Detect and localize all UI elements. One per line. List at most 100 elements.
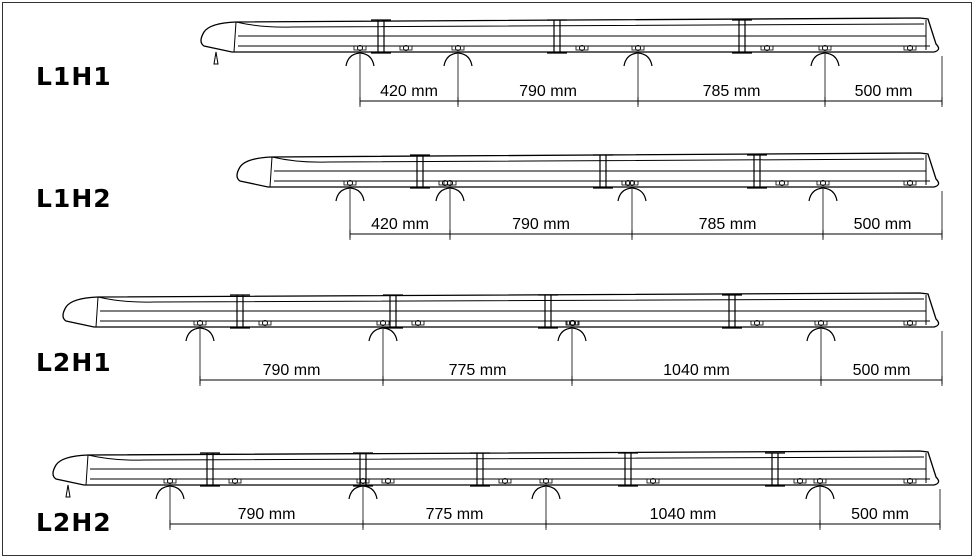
clip-body (498, 478, 512, 484)
clip-icon (907, 478, 913, 484)
segment-connector (200, 452, 220, 487)
rail-l1h2 (236, 152, 943, 240)
segment-connector (371, 19, 391, 54)
clip-body (399, 45, 413, 51)
segment-connector (732, 19, 752, 54)
clip-icon (415, 320, 421, 326)
rail-top-line (87, 454, 925, 461)
dimension-label: 500 mm (851, 506, 909, 523)
clip-body (775, 180, 789, 186)
clip-icon (262, 320, 268, 326)
clip-body (228, 478, 242, 484)
clip-body (750, 320, 764, 326)
foot-mount (443, 52, 473, 67)
clip-body (814, 320, 828, 326)
foot-mount (805, 485, 835, 500)
dimension-label: 790 mm (263, 362, 321, 379)
clip-icon (232, 478, 238, 484)
dimension-label: 790 mm (519, 83, 577, 100)
clip-body (903, 320, 917, 326)
clip-body (258, 320, 272, 326)
clip-icon (502, 478, 508, 484)
segment-connector (593, 154, 613, 189)
clip-icon (380, 320, 386, 326)
clip-icon (822, 45, 828, 51)
variant-label-l2h2: L2H2 (36, 508, 112, 537)
clip-body (539, 478, 553, 484)
foot-mount (435, 187, 465, 202)
segment-connector (230, 294, 250, 329)
clip-body (818, 45, 832, 51)
segment-connector (618, 452, 638, 487)
clip-body (575, 45, 589, 51)
front-cap-line (233, 21, 237, 53)
clip-body (646, 478, 660, 484)
foot-mount (808, 187, 838, 202)
clip-body (565, 320, 579, 326)
clip-icon (797, 478, 803, 484)
rail-l2h1 (62, 292, 943, 386)
front-cap-line (85, 454, 89, 486)
clip-body (411, 320, 425, 326)
segment-connector (722, 294, 742, 329)
clip-body (903, 45, 917, 51)
dimension-label: 775 mm (426, 506, 484, 523)
dimension-label: 1040 mm (650, 506, 717, 523)
clip-icon (818, 320, 824, 326)
clip-icon (650, 478, 656, 484)
clip-body (376, 320, 390, 326)
dimension-label: 790 mm (238, 506, 296, 523)
foot-mount (335, 187, 365, 202)
rail-outline (200, 17, 940, 53)
clip-body (813, 478, 827, 484)
rail-outline (52, 450, 940, 486)
foot-mount (345, 52, 375, 67)
clip-body (566, 320, 580, 326)
clip-body (625, 180, 639, 186)
foot-mount (348, 485, 378, 500)
clip-icon (543, 478, 549, 484)
rail-top-line (97, 296, 925, 303)
segment-connector (747, 154, 767, 189)
dimension-label: 775 mm (449, 362, 507, 379)
clip-icon (570, 320, 576, 326)
front-cap-line (95, 296, 99, 328)
variant-label-l1h2: L1H2 (36, 184, 112, 213)
foot-mount (557, 327, 587, 342)
rail-outline (62, 292, 940, 328)
dimension-label: 790 mm (512, 216, 570, 233)
clip-icon (907, 45, 913, 51)
foot-mount (623, 52, 653, 67)
rail-top-line (235, 21, 925, 28)
clip-body (356, 478, 370, 484)
clip-body (793, 478, 807, 484)
clip-icon (403, 45, 409, 51)
clip-icon (907, 320, 913, 326)
dimension-label: 420 mm (380, 83, 438, 100)
foot-mount (531, 485, 561, 500)
clip-icon (347, 180, 353, 186)
rail-top-line (271, 156, 925, 163)
clip-body (443, 180, 457, 186)
clip-body (760, 45, 774, 51)
clip-icon (820, 180, 826, 186)
clip-icon (779, 180, 785, 186)
clip-body (353, 45, 367, 51)
dimension-label: 500 mm (854, 216, 912, 233)
front-stub (65, 484, 71, 498)
clip-body (621, 180, 635, 186)
rail-l2h2 (52, 450, 941, 530)
clip-icon (385, 478, 391, 484)
clip-icon (197, 320, 203, 326)
dimension-label: 785 mm (699, 216, 757, 233)
clip-body (438, 180, 452, 186)
segment-connector (470, 452, 490, 487)
front-stub (213, 51, 219, 65)
clip-icon (357, 45, 363, 51)
clip-body (163, 478, 177, 484)
dimension-label: 1040 mm (663, 362, 730, 379)
clip-icon (579, 45, 585, 51)
foot-mount (368, 327, 398, 342)
